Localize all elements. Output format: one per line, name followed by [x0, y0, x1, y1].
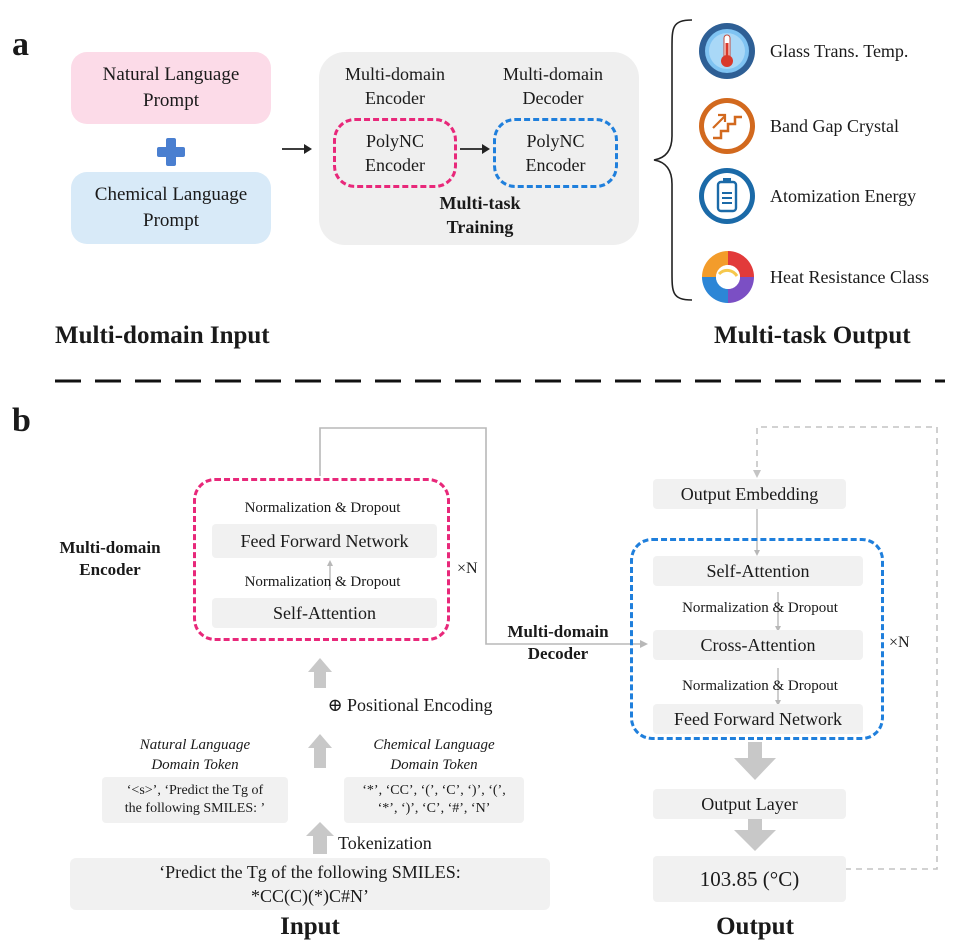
- encoder-norm-mid: Normalization & Dropout: [244, 574, 401, 590]
- encoder-block: [193, 478, 450, 641]
- decoder-side-label: Multi-domain Decoder: [507, 622, 609, 663]
- natural-token-title: Natural Language Domain Token: [139, 737, 251, 773]
- decoder-norm-2: Normalization & Dropout: [682, 678, 838, 694]
- output-label-heat-resistance-class: Heat Resistance Class: [770, 267, 929, 287]
- multi-task-output-title: Multi-task Output: [714, 322, 911, 349]
- panel-a-label: a: [12, 26, 29, 63]
- encoder-title: Multi-domain Encoder: [345, 64, 445, 108]
- stairs-icon: [699, 98, 755, 154]
- multi-domain-input-title: Multi-domain Input: [55, 322, 270, 349]
- natural-token-box: ‘<s>’, ‘Predict the Tg of the following …: [102, 777, 288, 823]
- output-label-band-gap-crystal: Band Gap Crystal: [770, 116, 899, 136]
- chemical-token-title: Chemical Language Domain Token: [373, 737, 495, 773]
- decoder-ffn: Feed Forward Network: [653, 704, 863, 734]
- plus-icon: [157, 138, 185, 166]
- decoder-title: Multi-domain Decoder: [503, 64, 603, 108]
- decoder-cross-attention: Cross-Attention: [653, 630, 863, 660]
- decoder-output-embedding: Output Embedding: [653, 479, 846, 509]
- polync-decoder-box: PolyNC Encoder: [493, 118, 618, 188]
- decoder-repeat-label: ×N: [889, 634, 910, 651]
- decoder-norm-1: Normalization & Dropout: [682, 600, 838, 616]
- positional-encoding-label: ⊕ Positional Encoding: [327, 695, 493, 715]
- section-divider: [55, 379, 945, 383]
- decoder-block: [630, 538, 884, 740]
- panel-b-label: b: [12, 402, 31, 439]
- thermometer-icon: [699, 23, 755, 79]
- chemical-language-prompt-box: Chemical Language Prompt: [71, 172, 271, 244]
- decoder-self-attention: Self-Attention: [653, 556, 863, 586]
- input-text-box: ‘Predict the Tg of the following SMILES:…: [70, 858, 550, 910]
- colorful-swirl-icon: [699, 248, 757, 306]
- encoder-side-label: Multi-domain Encoder: [59, 538, 161, 579]
- output-brace: [653, 19, 693, 301]
- output-label-glass-trans-temp: Glass Trans. Temp.: [770, 41, 909, 61]
- encoder-repeat-label: ×N: [457, 560, 478, 577]
- arrow-to-model: [282, 144, 312, 154]
- encoder-self-attention: Self-Attention: [212, 598, 437, 628]
- output-title: Output: [716, 913, 794, 940]
- multi-task-training-label: Multi-task Training: [439, 193, 521, 237]
- encoder-ffn: Feed Forward Network: [212, 524, 437, 558]
- encoder-to-decoder-arrow: [460, 144, 490, 154]
- chemical-token-box: ‘*’, ‘CC’, ‘(’, ‘C’, ‘)’, ‘(’, ‘*’, ‘)’,…: [344, 777, 524, 823]
- natural-language-prompt-box: Natural Language Prompt: [71, 52, 271, 124]
- input-title: Input: [280, 913, 340, 940]
- encoder-norm-top: Normalization & Dropout: [244, 500, 401, 516]
- battery-icon: [699, 168, 755, 224]
- output-label-atomization-energy: Atomization Energy: [770, 186, 917, 206]
- tokenization-label: Tokenization: [338, 833, 432, 853]
- output-value-box: 103.85 (°C): [653, 856, 846, 902]
- polync-encoder-box: PolyNC Encoder: [333, 118, 457, 188]
- decoder-output-layer: Output Layer: [653, 789, 846, 819]
